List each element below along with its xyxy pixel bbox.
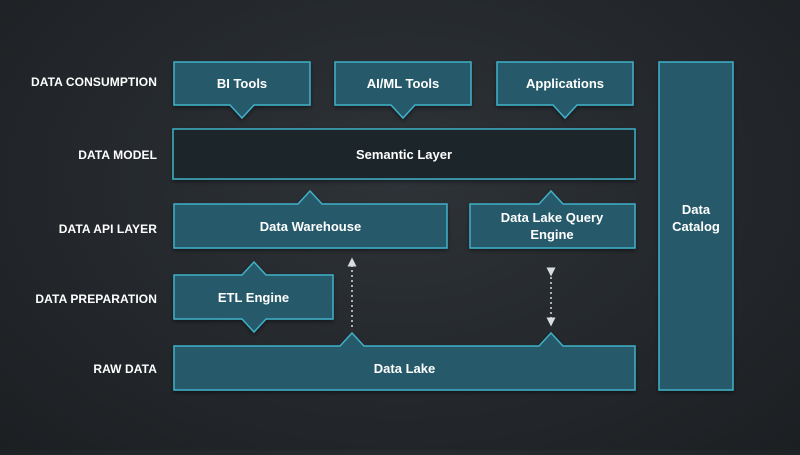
layer-label-raw-data: RAW DATA	[93, 362, 157, 376]
applications-box[interactable]	[496, 61, 634, 120]
data-catalog-box[interactable]	[658, 61, 734, 391]
semantic-layer-box[interactable]	[172, 128, 636, 180]
ai-ml-tools-box[interactable]	[334, 61, 472, 120]
layer-label-data-preparation: DATA PREPARATION	[35, 292, 157, 306]
layer-label-data-consumption: DATA CONSUMPTION	[30, 75, 157, 89]
bi-tools-box[interactable]	[173, 61, 311, 120]
layer-label-data-api-layer: DATA API LAYER	[58, 222, 157, 236]
data-lake-box[interactable]	[173, 331, 636, 391]
data-warehouse-box[interactable]	[173, 189, 448, 249]
etl-engine-box[interactable]	[173, 260, 334, 334]
layer-label-data-model: DATA MODEL	[78, 148, 157, 162]
data-lake-query-engine-box[interactable]	[469, 189, 636, 249]
